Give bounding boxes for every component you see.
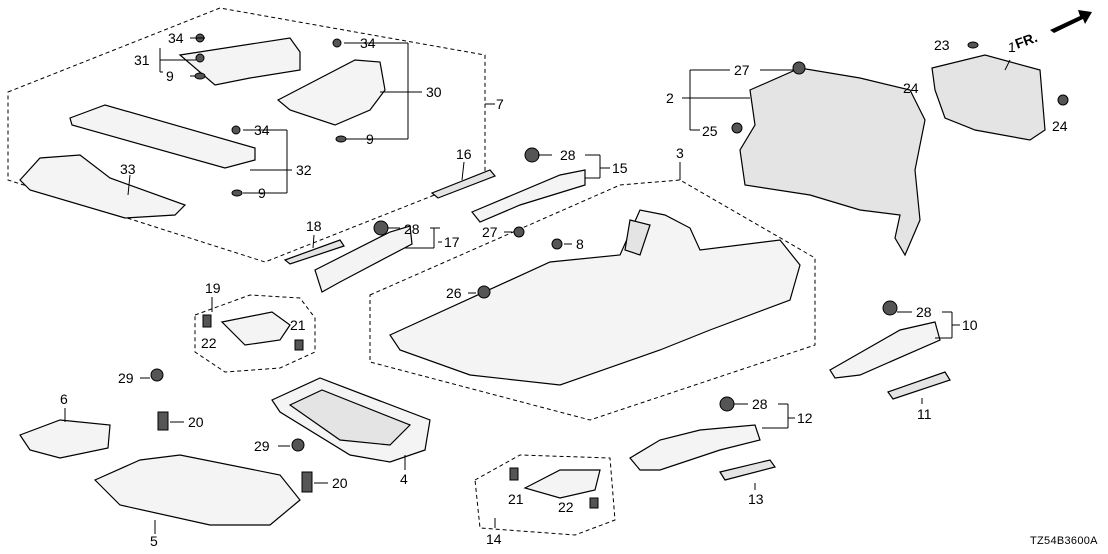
label-28c: 28: [752, 396, 768, 412]
label-13: 13: [748, 491, 764, 507]
side-garnish-10: [829, 321, 941, 379]
clip-27-b: [792, 61, 806, 75]
clip-34-b: [332, 38, 342, 48]
clip-27-a: [513, 226, 525, 238]
label-21a: 21: [290, 317, 306, 333]
label-7: 7: [496, 96, 504, 112]
clip-21-a: [294, 339, 304, 351]
label-27a: 27: [482, 224, 498, 240]
label-18: 18: [306, 218, 322, 234]
floor-carpet-group-box: [369, 179, 816, 421]
clip-20-b: [301, 471, 313, 493]
label-17: 17: [444, 234, 460, 250]
clip-9-a: [194, 72, 206, 80]
label-28b: 28: [404, 221, 420, 237]
label-25: 25: [702, 123, 718, 139]
trim-strip-16: [430, 169, 496, 199]
label-20b: 20: [332, 475, 348, 491]
clip-8: [551, 238, 563, 250]
label-29a: 29: [118, 370, 134, 386]
clip-23: [967, 41, 979, 49]
clip-31-a: [195, 53, 205, 63]
rear-mat: [69, 104, 256, 169]
label-11: 11: [917, 406, 932, 422]
side-garnish-12: [629, 424, 761, 471]
clip-22-b: [589, 497, 599, 509]
cargo-mat: [19, 154, 187, 219]
label-34c: 34: [254, 122, 270, 138]
bolt-29-b: [291, 438, 305, 452]
label-23: 23: [934, 37, 950, 53]
clip-34-c: [231, 125, 241, 135]
clip-9-b: [335, 135, 347, 143]
front-passenger-mat: [276, 59, 386, 126]
label-9b: 9: [366, 131, 374, 147]
clip-21-b: [509, 467, 519, 481]
label-15: 15: [612, 160, 628, 176]
cover-6: [19, 419, 111, 459]
label-9c: 9: [258, 185, 266, 201]
clip-28-c: [719, 396, 735, 412]
side-garnish-17: [314, 225, 413, 293]
label-19: 19: [205, 280, 221, 296]
front-direction-label: FR.: [1013, 29, 1040, 52]
label-27b: 27: [734, 62, 750, 78]
label-28a: 28: [560, 147, 576, 163]
clip-28-a: [524, 147, 540, 163]
label-1: 1: [1008, 39, 1016, 55]
clip-28-b: [373, 220, 389, 236]
label-12: 12: [797, 410, 813, 426]
side-garnish-15: [471, 169, 586, 223]
cover-14: [523, 469, 601, 499]
clip-24-b: [1057, 94, 1069, 106]
trim-strip-13: [719, 459, 776, 481]
front-driver-mat: [178, 37, 301, 86]
label-34b: 34: [360, 35, 376, 51]
bolt-29-a: [150, 368, 164, 382]
dashboard-insulator-outer: [931, 54, 1046, 141]
front-arrow-icon: [1050, 10, 1092, 33]
label-34a: 34: [168, 30, 184, 46]
clip-26: [477, 285, 491, 299]
cover-5: [93, 454, 301, 526]
label-21b: 21: [508, 491, 524, 507]
label-33: 33: [120, 161, 136, 177]
label-26: 26: [446, 285, 462, 301]
clip-9-c: [231, 189, 243, 197]
clip-28-d: [882, 300, 898, 316]
clip-20-a: [157, 411, 169, 431]
label-9a: 9: [166, 68, 174, 84]
label-22b: 22: [558, 499, 574, 515]
label-31: 31: [134, 52, 150, 68]
label-10: 10: [962, 317, 978, 333]
group-14-box: [474, 454, 616, 536]
clip-22-a: [202, 314, 212, 328]
label-3: 3: [676, 145, 684, 161]
label-30: 30: [426, 84, 442, 100]
label-29b: 29: [254, 438, 270, 454]
label-22a: 22: [201, 335, 217, 351]
label-28d: 28: [916, 304, 932, 320]
label-4: 4: [400, 471, 408, 487]
diagram-code: TZ54B3600A: [1030, 535, 1098, 547]
label-2: 2: [666, 90, 674, 106]
label-8: 8: [576, 236, 584, 252]
dashboard-insulator-inner: [739, 67, 926, 257]
cover-19: [220, 311, 291, 346]
trim-strip-11: [887, 371, 951, 400]
label-24b: 24: [1052, 118, 1068, 134]
label-6: 6: [60, 391, 68, 407]
label-20a: 20: [188, 414, 204, 430]
label-16: 16: [456, 146, 472, 162]
label-32: 32: [296, 162, 312, 178]
label-5: 5: [150, 533, 158, 549]
label-14: 14: [486, 531, 502, 547]
clip-25: [731, 122, 743, 134]
trim-strip-18: [283, 239, 345, 265]
label-24a: 24: [903, 80, 919, 96]
